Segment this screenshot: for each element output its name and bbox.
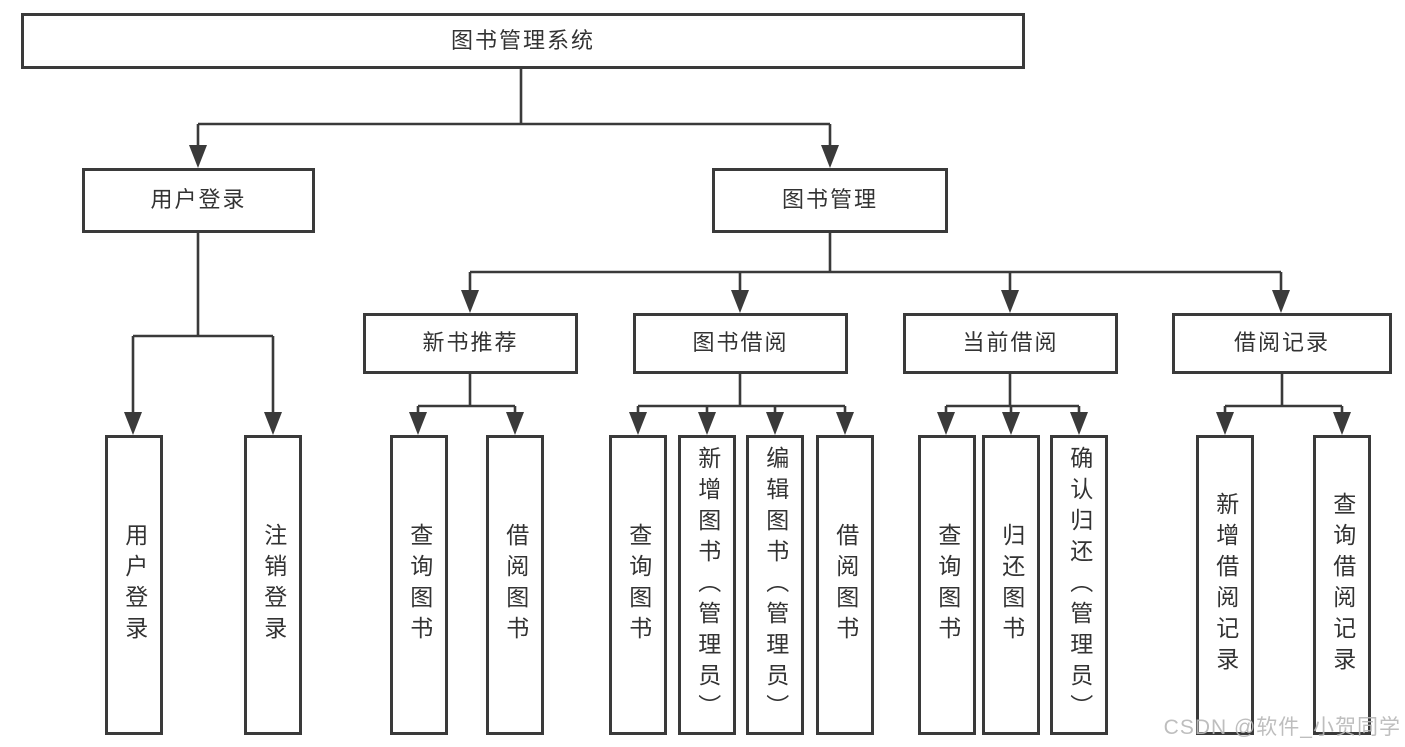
leaf-cb-query-books: 查询图书: [918, 435, 976, 735]
node-book-management: 图书管理: [712, 168, 948, 233]
leaf-bb-borrow-books: 借阅图书: [816, 435, 874, 735]
leaf-user-login: 用户登录: [105, 435, 163, 735]
node-new-book-recommend: 新书推荐: [363, 313, 578, 374]
arrowheads: [124, 145, 1351, 435]
node-current-borrowing: 当前借阅: [903, 313, 1118, 374]
leaf-br-query-record: 查询借阅记录: [1313, 435, 1371, 735]
leaf-logout: 注销登录: [244, 435, 302, 735]
node-root: 图书管理系统: [21, 13, 1025, 69]
leaf-bb-edit-books-admin: 编辑图书（管理员）: [746, 435, 804, 735]
node-book-borrowing: 图书借阅: [633, 313, 848, 374]
leaf-br-add-record: 新增借阅记录: [1196, 435, 1254, 735]
node-borrowing-records: 借阅记录: [1172, 313, 1392, 374]
node-user-login: 用户登录: [82, 168, 315, 233]
csdn-watermark: CSDN @软件_小贺同学: [1163, 716, 1401, 739]
leaf-bb-query-books: 查询图书: [609, 435, 667, 735]
leaf-rec-borrow-books: 借阅图书: [486, 435, 544, 735]
leaf-cb-return-books: 归还图书: [982, 435, 1040, 735]
leaf-cb-confirm-return-admin: 确认归还（管理员）: [1050, 435, 1108, 735]
leaf-bb-add-books-admin: 新增图书（管理员）: [678, 435, 736, 735]
leaf-rec-query-books: 查询图书: [390, 435, 448, 735]
